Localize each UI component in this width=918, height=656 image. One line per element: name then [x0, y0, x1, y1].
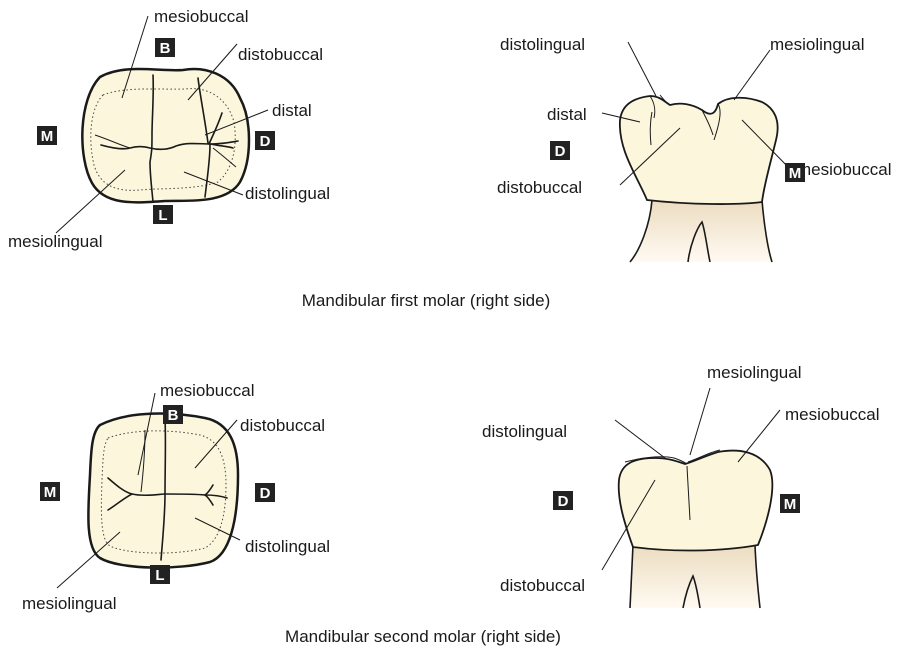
- svg-text:L: L: [155, 567, 164, 584]
- svg-text:M: M: [784, 496, 797, 513]
- first-buccal-label-distolingual: distolingual: [500, 35, 585, 54]
- second-molar-occlusal-view: mesiobuccal distobuccal distolingual mes…: [22, 381, 330, 613]
- first-occlusal-label-distal: distal: [272, 101, 312, 120]
- second-molar-caption: Mandibular second molar (right side): [285, 627, 561, 646]
- svg-text:D: D: [555, 143, 566, 160]
- first-buccal-label-mesiobuccal: mesiobuccal: [797, 160, 892, 179]
- first-occlusal-badge-lingual: L: [153, 205, 173, 224]
- svg-text:D: D: [260, 485, 271, 502]
- svg-text:M: M: [44, 484, 57, 501]
- second-molar-crown: [619, 451, 773, 551]
- svg-text:L: L: [158, 207, 167, 224]
- first-buccal-label-distal: distal: [547, 105, 587, 124]
- svg-text:B: B: [160, 40, 171, 57]
- first-occlusal-label-distobuccal: distobuccal: [238, 45, 323, 64]
- second-occlusal-label-distobuccal: distobuccal: [240, 416, 325, 435]
- first-molar-occlusal-view: mesiobuccal distobuccal distal distoling…: [8, 7, 330, 251]
- first-occlusal-label-distolingual: distolingual: [245, 184, 330, 203]
- svg-text:D: D: [260, 133, 271, 150]
- second-buccal-badge-distal: D: [553, 491, 573, 510]
- second-buccal-label-mesiobuccal: mesiobuccal: [785, 405, 880, 424]
- second-occlusal-badge-buccal: B: [163, 405, 183, 424]
- svg-text:B: B: [168, 407, 179, 424]
- first-molar-crown: [620, 96, 778, 204]
- first-occlusal-badge-distal: D: [255, 131, 275, 150]
- second-molar-buccal-view: distolingual mesiolingual mesiobuccal di…: [482, 363, 880, 608]
- first-buccal-badge-distal: D: [550, 141, 570, 160]
- second-molar-root: [630, 545, 760, 608]
- second-occlusal-label-distolingual: distolingual: [245, 537, 330, 556]
- first-occlusal-badge-mesial: M: [37, 126, 57, 145]
- first-buccal-label-distobuccal: distobuccal: [497, 178, 582, 197]
- second-buccal-badge-mesial: M: [780, 494, 800, 513]
- first-molar-occlusal-outline: [82, 69, 249, 202]
- first-occlusal-label-mesiolingual: mesiolingual: [8, 232, 103, 251]
- second-occlusal-badge-mesial: M: [40, 482, 60, 501]
- first-occlusal-badge-buccal: B: [155, 38, 175, 57]
- second-buccal-label-distolingual: distolingual: [482, 422, 567, 441]
- svg-text:M: M: [41, 128, 54, 145]
- second-occlusal-badge-distal: D: [255, 483, 275, 502]
- first-molar-caption: Mandibular first molar (right side): [302, 291, 550, 310]
- second-occlusal-label-mesiolingual: mesiolingual: [22, 594, 117, 613]
- second-occlusal-badge-lingual: L: [150, 565, 170, 584]
- first-buccal-label-mesiolingual: mesiolingual: [770, 35, 865, 54]
- second-buccal-label-distobuccal: distobuccal: [500, 576, 585, 595]
- first-occlusal-label-mesiobuccal: mesiobuccal: [154, 7, 249, 26]
- second-occlusal-label-mesiobuccal: mesiobuccal: [160, 381, 255, 400]
- first-molar-buccal-view: distolingual mesiolingual distal mesiobu…: [497, 35, 892, 262]
- svg-text:D: D: [558, 493, 569, 510]
- second-molar-occlusal-outline: [88, 414, 238, 568]
- svg-text:M: M: [789, 165, 802, 182]
- first-buccal-badge-mesial: M: [785, 163, 805, 182]
- second-buccal-label-mesiolingual: mesiolingual: [707, 363, 802, 382]
